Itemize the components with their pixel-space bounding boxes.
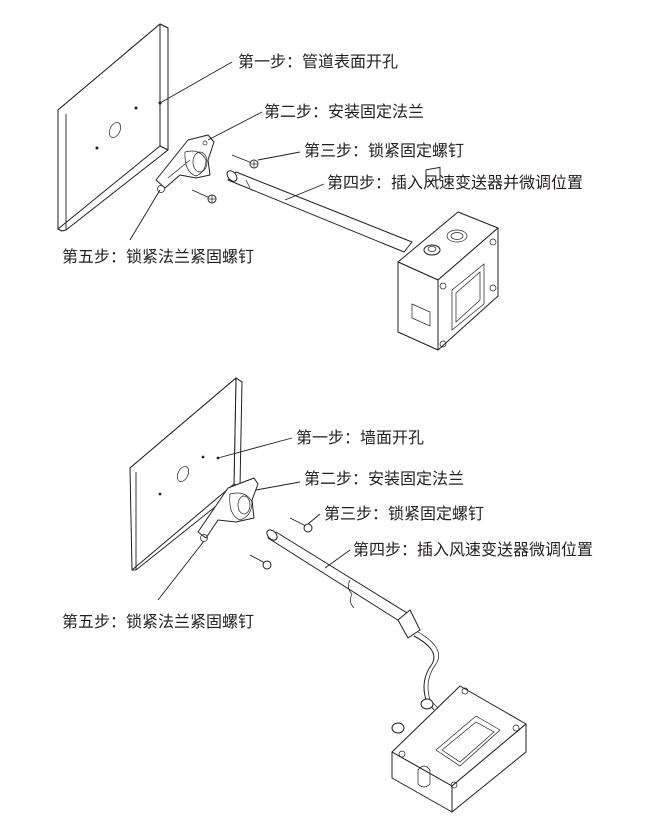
wall-probe: [266, 529, 421, 639]
duct-step1-label: 第一步：管道表面开孔: [238, 52, 399, 71]
duct-screw-1: [231, 154, 259, 169]
duct-wall-plate: [57, 23, 169, 232]
duct-installation-drawing: [57, 23, 499, 351]
wall-screw-1: [289, 517, 313, 533]
duct-step2-label: 第二步：安装固定法兰: [264, 102, 425, 121]
duct-step5-label: 第五步：锁紧法兰紧固螺钉: [62, 247, 255, 266]
duct-probe: [226, 170, 413, 253]
wall-screw-2: [249, 554, 272, 570]
wall-step4-label: 第四步：插入风速变送器微调位置: [353, 540, 594, 559]
leader-line-step3: [257, 151, 301, 161]
duct-transmitter-housing: [397, 166, 499, 351]
leader-line-wall-step5: [157, 540, 205, 601]
wall-transmitter-housing: [391, 685, 527, 813]
wall-step1-label: 第一步：墙面开孔: [296, 428, 425, 447]
leader-line-step1: [159, 61, 233, 104]
wall-installation-drawing: [129, 377, 527, 813]
leader-line-wall-step4: [324, 549, 351, 569]
wall-plate: [129, 377, 243, 571]
wall-step5-label: 第五步：锁紧法兰紧固螺钉: [62, 612, 255, 631]
mounting-hole: [108, 122, 122, 138]
wall-flange: [197, 477, 259, 542]
duct-screw-2: [191, 189, 217, 204]
wall-step2-label: 第二步：安装固定法兰: [304, 469, 465, 488]
wall-step3-label: 第三步：锁紧固定螺钉: [324, 504, 485, 523]
duct-step4-label: 第四步：插入风速变送器并微调位置: [327, 173, 584, 192]
wall-cable: [413, 631, 439, 711]
leader-line-wall-step3: [307, 513, 321, 525]
leader-line-wall-step1: [217, 437, 293, 459]
duct-flange: [155, 134, 215, 193]
leader-line-step5: [129, 189, 161, 241]
leader-line-step2: [207, 111, 263, 141]
duct-step3-label: 第三步：锁紧固定螺钉: [304, 141, 465, 160]
leader-line-step4: [284, 183, 325, 201]
leader-line-wall-step2: [255, 481, 301, 491]
